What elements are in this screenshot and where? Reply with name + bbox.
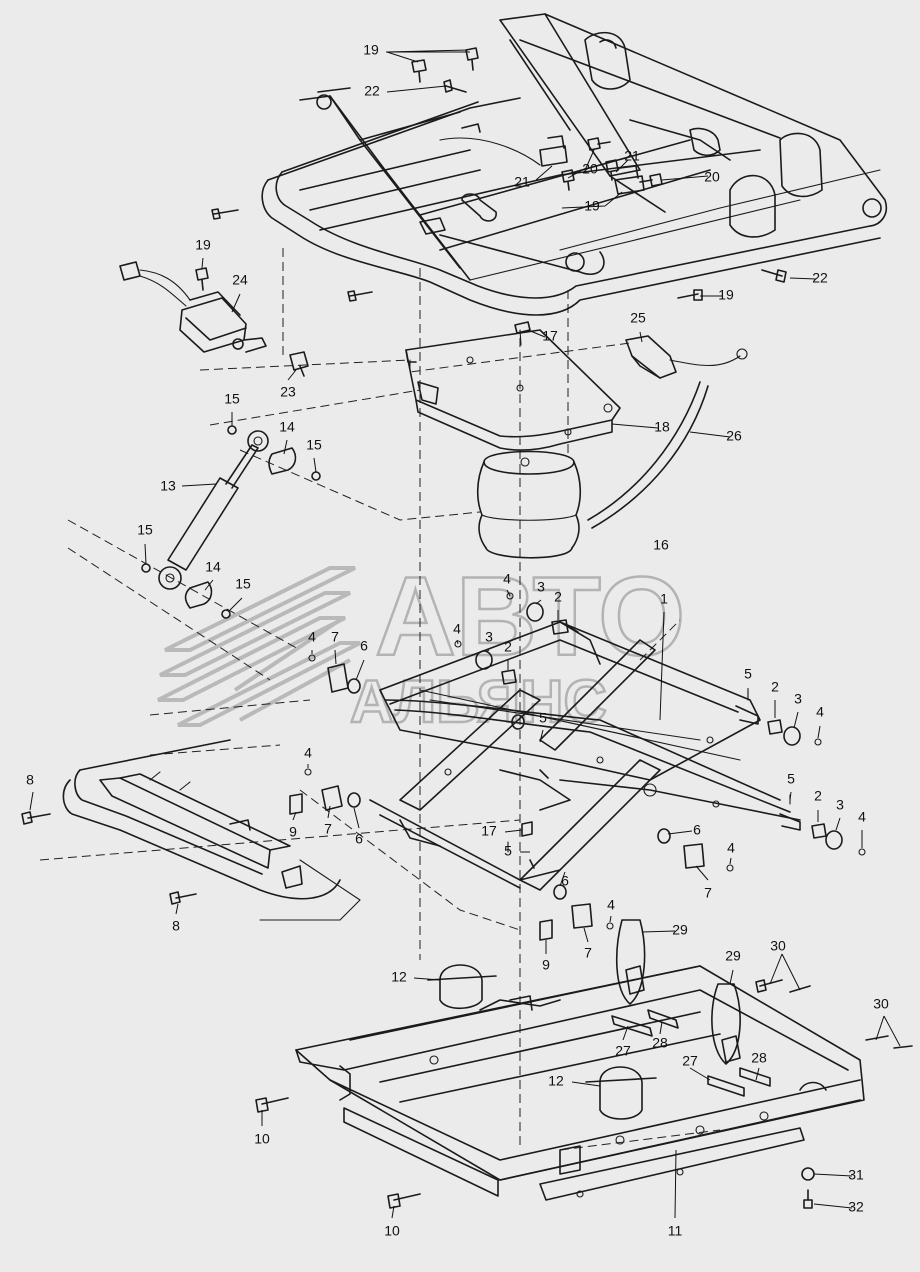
- callout-2: 2: [554, 589, 562, 605]
- callout-7: 7: [324, 821, 332, 837]
- callout-5: 5: [539, 710, 547, 726]
- scissor-mechanism: [369, 621, 801, 891]
- callout-4: 4: [607, 897, 615, 913]
- callout-10: 10: [384, 1223, 400, 1239]
- callout-17: 17: [481, 823, 497, 839]
- callout-19: 19: [718, 287, 734, 303]
- callout-8: 8: [172, 918, 180, 934]
- callout-14: 14: [205, 559, 221, 575]
- callout-20: 20: [582, 161, 598, 177]
- callout-6: 6: [355, 831, 363, 847]
- roller-and-bushing-parts: [289, 592, 866, 941]
- callout-19: 19: [363, 42, 379, 58]
- watermark-text-top: АВТО: [375, 554, 685, 679]
- watermark-text-bottom: АЛЬЯНС: [350, 668, 607, 735]
- callout-4: 4: [308, 629, 316, 645]
- seat-top-frame: [261, 13, 888, 316]
- base-frame: [255, 964, 865, 1209]
- callout-3: 3: [836, 797, 844, 813]
- callout-30: 30: [873, 996, 889, 1012]
- callout-29: 29: [725, 948, 741, 964]
- callout-15: 15: [235, 576, 251, 592]
- callout-1: 1: [660, 591, 668, 607]
- callout-12: 12: [548, 1073, 564, 1089]
- callout-19: 19: [584, 198, 600, 214]
- callout-18: 18: [654, 419, 670, 435]
- callout-22: 22: [364, 83, 380, 99]
- air-spring: [476, 450, 582, 559]
- callout-6: 6: [561, 873, 569, 889]
- switch-assembly: [119, 261, 309, 377]
- callout-28: 28: [652, 1035, 668, 1051]
- callout-10: 10: [254, 1131, 270, 1147]
- upper-plate: [405, 321, 621, 451]
- callout-12: 12: [391, 969, 407, 985]
- callout-4: 4: [727, 840, 735, 856]
- callout-29: 29: [672, 922, 688, 938]
- callout-17: 17: [542, 328, 558, 344]
- callout-7: 7: [331, 629, 339, 645]
- gas-strut: [141, 425, 321, 619]
- callout-3: 3: [794, 691, 802, 707]
- callout-4: 4: [816, 704, 824, 720]
- callout-22: 22: [812, 270, 828, 286]
- callout-31: 31: [848, 1167, 864, 1183]
- callout-25: 25: [630, 310, 646, 326]
- callout-2: 2: [771, 679, 779, 695]
- callout-15: 15: [137, 522, 153, 538]
- callout-13: 13: [160, 478, 176, 494]
- callout-21: 21: [514, 174, 530, 190]
- callout-4: 4: [503, 571, 511, 587]
- callout-5: 5: [744, 666, 752, 682]
- callout-3: 3: [485, 629, 493, 645]
- watermark: АВТО АЛЬЯНС: [157, 553, 687, 736]
- callout-26: 26: [726, 428, 742, 444]
- callout-9: 9: [542, 957, 550, 973]
- callout-6: 6: [360, 638, 368, 654]
- left-guide-rail: [21, 739, 361, 921]
- callout-32: 32: [848, 1199, 864, 1215]
- callout-16: 16: [653, 537, 669, 553]
- callout-21: 21: [624, 148, 640, 164]
- callout-9: 9: [289, 824, 297, 840]
- callout-7: 7: [584, 945, 592, 961]
- straps-and-latches: [611, 919, 913, 1097]
- callout-4: 4: [304, 745, 312, 761]
- callout-30: 30: [770, 938, 786, 954]
- callout-2: 2: [504, 639, 512, 655]
- callout-2: 2: [814, 788, 822, 804]
- callout-5: 5: [787, 771, 795, 787]
- callout-6: 6: [693, 822, 701, 838]
- top-brackets-and-bolts: [195, 47, 787, 302]
- leader-lines: [29, 49, 901, 1219]
- callout-20: 20: [704, 169, 720, 185]
- callout-27: 27: [615, 1043, 631, 1059]
- callout-4: 4: [453, 621, 461, 637]
- callout-15: 15: [224, 391, 240, 407]
- watermark-logo: [157, 566, 361, 727]
- callout-23: 23: [280, 384, 296, 400]
- callout-24: 24: [232, 272, 248, 288]
- callout-3: 3: [537, 579, 545, 595]
- callout-14: 14: [279, 419, 295, 435]
- callout-11: 11: [668, 1223, 683, 1239]
- callout-27: 27: [682, 1053, 698, 1069]
- callout-7: 7: [704, 885, 712, 901]
- callout-numbers: 1922212021201922192419172523151415182613…: [26, 42, 889, 1239]
- callout-28: 28: [751, 1050, 767, 1066]
- callout-4: 4: [858, 809, 866, 825]
- callout-19: 19: [195, 237, 211, 253]
- callout-5: 5: [504, 843, 512, 859]
- callout-8: 8: [26, 772, 34, 788]
- valve-and-hose: [587, 335, 748, 529]
- callout-15: 15: [306, 437, 322, 453]
